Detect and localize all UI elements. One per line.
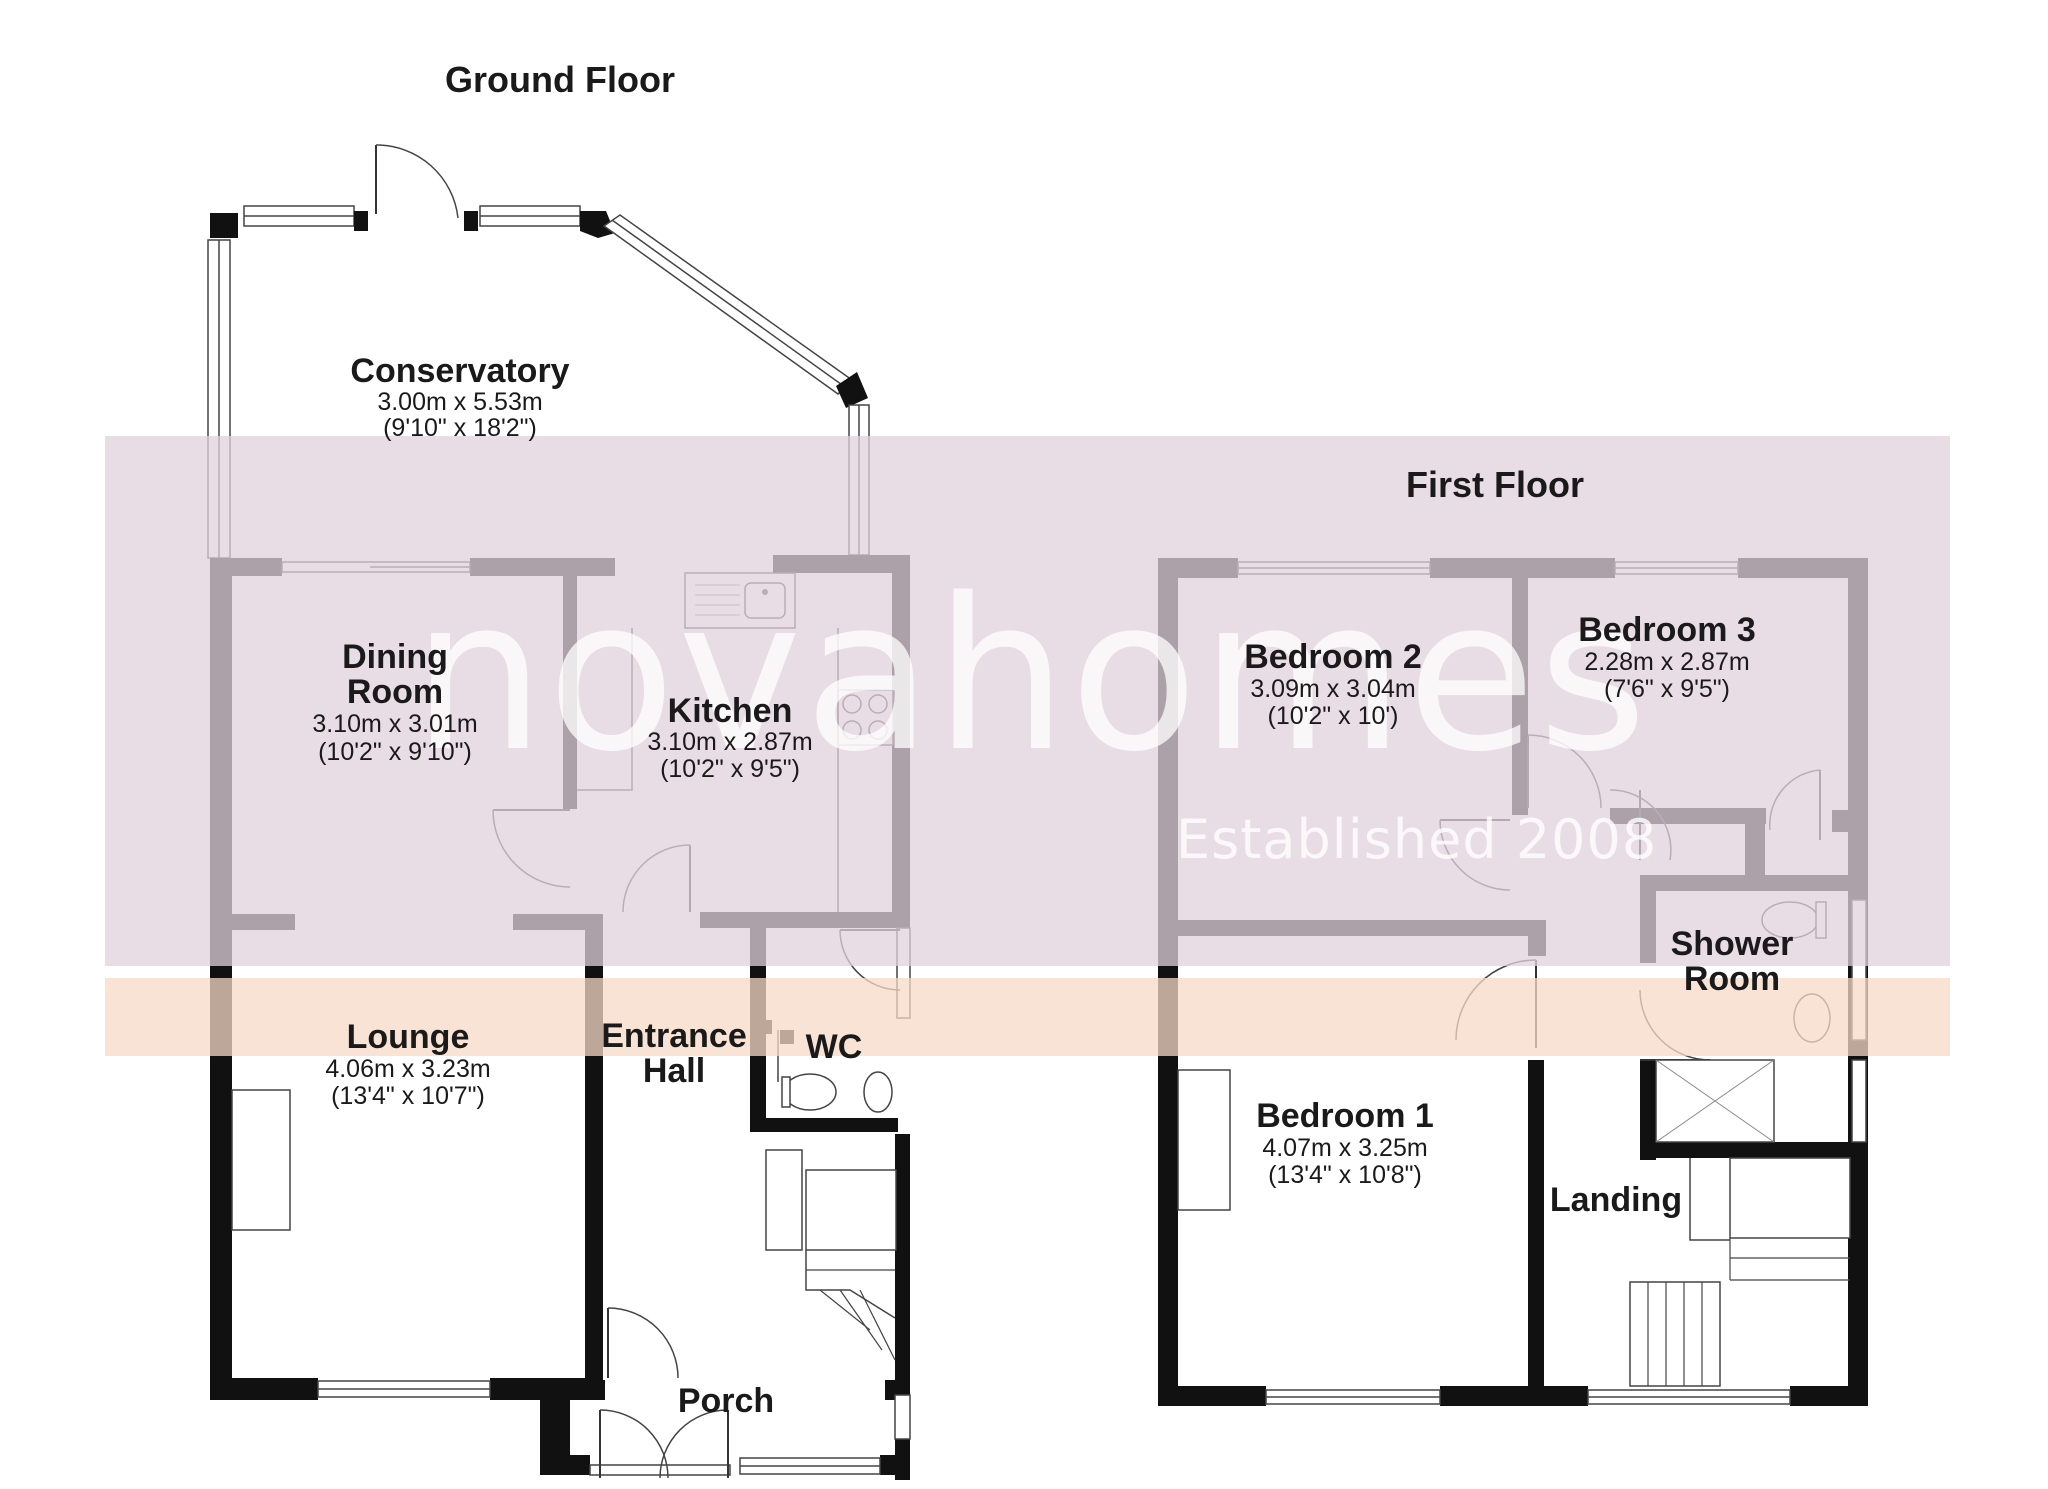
kitchen-metric: 3.10m x 2.87m	[647, 728, 812, 756]
porch-name: Porch	[678, 1382, 774, 1420]
bedroom3-metric: 2.28m x 2.87m	[1584, 648, 1749, 676]
watermark-band	[105, 436, 1950, 966]
lounge-name: Lounge	[347, 1018, 470, 1056]
watermark-tagline: Established 2008	[1176, 808, 1657, 871]
lounge-metric: 4.06m x 3.23m	[325, 1055, 490, 1083]
lounge-imperial: (13'4" x 10'7")	[331, 1082, 485, 1110]
ground-floor-labels: Ground Floor Conservatory 3.00m x 5.53m …	[312, 59, 862, 1420]
conservatory-imperial: (9'10" x 18'2")	[383, 414, 537, 442]
watermark-stripe	[105, 978, 1950, 1056]
conservatory-name: Conservatory	[350, 352, 569, 390]
hall-name-line2: Hall	[643, 1052, 705, 1090]
dining-imperial: (10'2" x 9'10")	[318, 738, 472, 766]
bedroom2-imperial: (10'2" x 10')	[1268, 702, 1399, 730]
landing-name: Landing	[1550, 1181, 1682, 1219]
dining-name-line1: Dining	[342, 638, 448, 676]
kitchen-imperial: (10'2" x 9'5")	[660, 755, 800, 783]
first-floor-labels: First Floor Bedroom 2 3.09m x 3.04m (10'…	[1244, 464, 1793, 1219]
wc-name: WC	[806, 1028, 863, 1066]
shower-name-line1: Shower	[1671, 925, 1794, 963]
bedroom3-name: Bedroom 3	[1578, 611, 1756, 649]
bedroom1-fireplace	[1177, 1069, 1231, 1211]
bedroom2-metric: 3.09m x 3.04m	[1250, 675, 1415, 703]
bedroom2-name: Bedroom 2	[1244, 638, 1422, 676]
kitchen-name: Kitchen	[668, 692, 793, 730]
ground-floor-stairs	[765, 1149, 897, 1361]
hall-name-line1: Entrance	[601, 1017, 747, 1055]
watermark: novahomes Established 2008	[105, 436, 1950, 1056]
shower-name-line2: Room	[1684, 960, 1780, 998]
first-floor-title: First Floor	[1406, 464, 1584, 505]
bedroom3-imperial: (7'6" x 9'5")	[1604, 675, 1730, 703]
conservatory-door	[375, 144, 459, 219]
dining-name-line2: Room	[347, 673, 443, 711]
ground-floor-title: Ground Floor	[445, 59, 675, 100]
dining-metric: 3.10m x 3.01m	[312, 710, 477, 738]
watermark-brand: novahomes	[412, 553, 1649, 798]
lounge-fireplace	[231, 1089, 291, 1231]
bedroom1-metric: 4.07m x 3.25m	[1262, 1134, 1427, 1162]
first-floor-stairs	[1629, 1157, 1851, 1387]
conservatory-metric: 3.00m x 5.53m	[377, 388, 542, 416]
bedroom1-name: Bedroom 1	[1256, 1097, 1434, 1135]
bedroom1-imperial: (13'4" x 10'8")	[1268, 1161, 1422, 1189]
